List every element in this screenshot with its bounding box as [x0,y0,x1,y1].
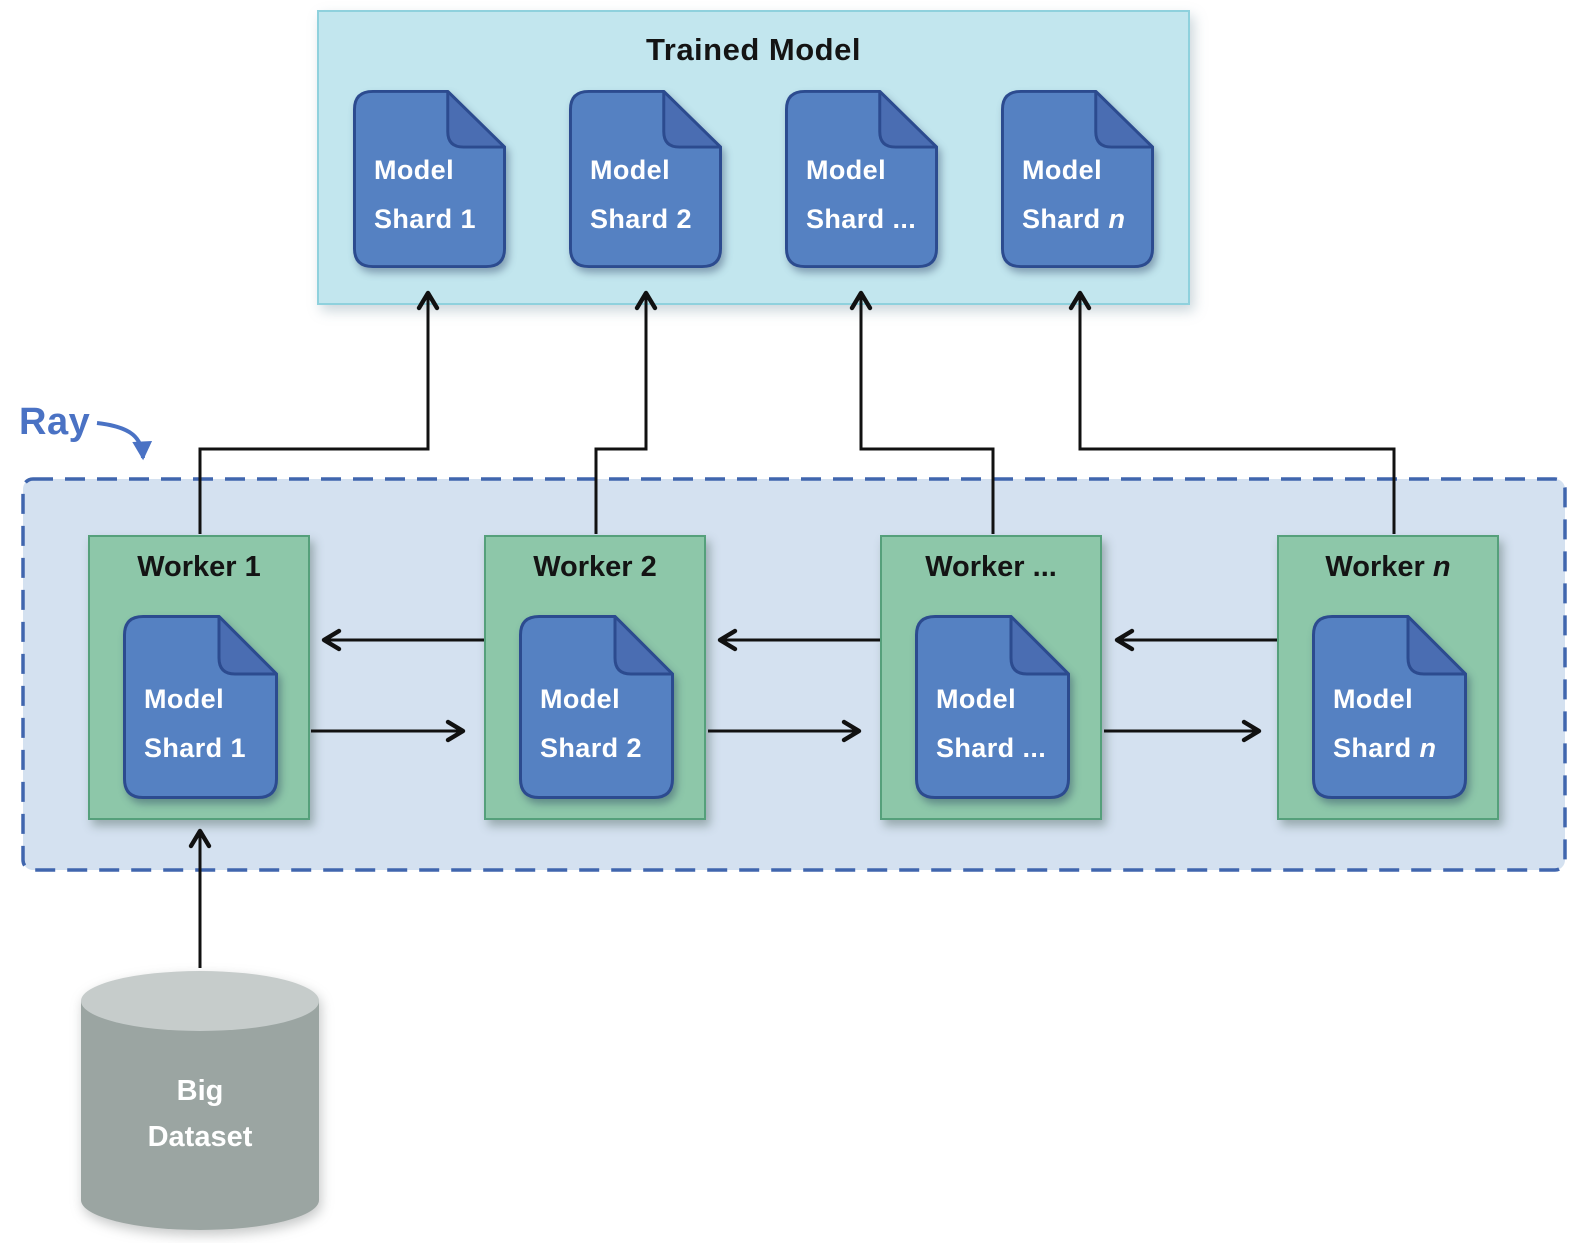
document-icon [123,615,278,799]
model-shard-document-icon: Model Shard 1 [123,615,278,799]
model-shard-document-icon: Model Shard 1 [353,90,506,268]
model-shard-document-icon: Model Shard n [1312,615,1467,799]
document-icon [915,615,1070,799]
model-shard-label: Model Shard ... [806,155,917,234]
model-shard-label: Model Shard 2 [540,684,642,763]
worker-title: Worker ... [925,551,1057,583]
document-icon [569,90,722,268]
ray-pointer-arrow [96,421,153,461]
ray-label: Ray [19,401,91,443]
model-shard-label: Model Shard 1 [374,155,476,234]
trained-model-title: Trained Model [646,32,861,67]
model-shard-label: Model Shard ... [936,684,1047,763]
database-cylinder-icon [81,971,319,1230]
document-icon [785,90,938,268]
worker-box-2: Worker 2 Model Shard 2 [484,535,706,820]
dataset-cylinder-icon: Big Dataset [80,970,320,1232]
document-icon [519,615,674,799]
model-shard-document-icon: Model Shard ... [915,615,1070,799]
ray-cluster-box [21,477,1567,872]
model-shard-document-icon: Model Shard 2 [569,90,722,268]
worker-box-n: Worker n Model Shard n [1277,535,1499,820]
model-shard-label: Model Shard 1 [144,684,246,763]
worker-box-ellipsis: Worker ... Model Shard ... [880,535,1102,820]
worker-title: Worker 1 [137,551,261,583]
model-shard-document-icon: Model Shard 2 [519,615,674,799]
document-icon [1312,615,1467,799]
worker-box-1: Worker 1 Model Shard 1 [88,535,310,820]
model-shard-document-icon: Model Shard ... [785,90,938,268]
worker-title: Worker 2 [533,551,657,583]
model-shard-label: Model Shard n [1022,155,1126,234]
document-icon [1001,90,1154,268]
model-shard-document-icon: Model Shard n [1001,90,1154,268]
dataset-label: Big Dataset [147,1075,253,1153]
ray-cluster-dashed-border [21,477,1567,872]
model-shard-label: Model Shard n [1333,684,1437,763]
worker-title: Worker n [1325,551,1451,583]
model-shard-label: Model Shard 2 [590,155,692,234]
document-icon [353,90,506,268]
